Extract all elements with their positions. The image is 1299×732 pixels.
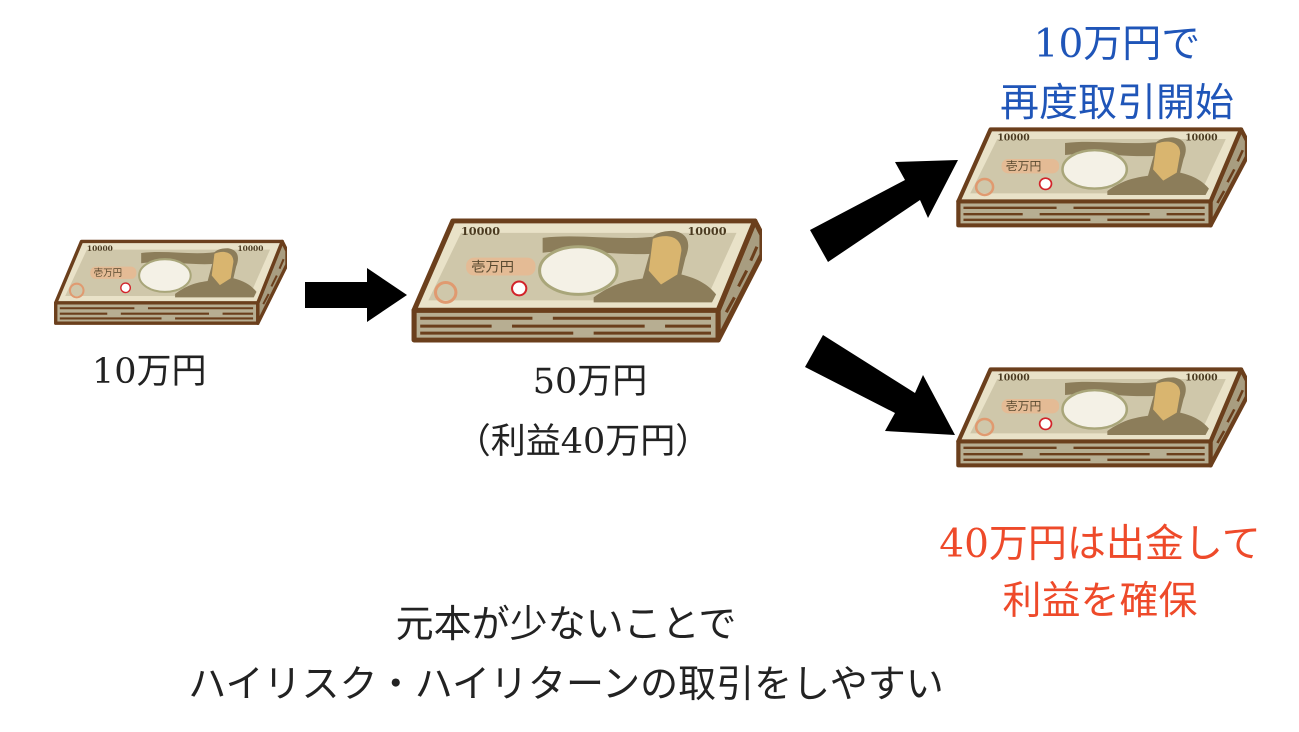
bill-denomination: 10000 xyxy=(461,225,500,238)
bill-kanji: 壱万円 xyxy=(471,259,514,276)
banknote-stack-icon: 壱万円 10000 10000 xyxy=(955,363,1247,471)
bill-denomination: 10000 xyxy=(688,225,727,238)
stage2-profit-note: （利益40万円） xyxy=(455,422,711,462)
stage1-amount: 10万円 xyxy=(92,352,207,392)
withdraw-line1: 40万円は出金して xyxy=(939,522,1261,567)
banknote-stack-icon: 壱万円 10000 10000 xyxy=(54,239,287,325)
bill-denomination: 10000 xyxy=(1185,374,1217,384)
conclusion-line1: 元本が少ないことで xyxy=(395,602,737,646)
reinvest-line2: 再度取引開始 xyxy=(999,81,1235,126)
bill-kanji: 壱万円 xyxy=(1006,160,1042,174)
bill-denomination: 10000 xyxy=(997,134,1029,144)
bill-denomination: 10000 xyxy=(1185,134,1217,144)
arrow-down-right-icon xyxy=(805,335,955,435)
arrow-right-icon xyxy=(305,268,407,322)
banknote-stack-icon: 壱万円 10000 10000 xyxy=(410,213,762,347)
stage2-amount: 50万円 xyxy=(532,362,648,402)
bill-denomination: 10000 xyxy=(997,374,1029,384)
bill-kanji: 壱万円 xyxy=(94,267,122,279)
banknote-stack-icon: 壱万円 10000 10000 xyxy=(955,123,1247,231)
bill-kanji: 壱万円 xyxy=(1006,400,1042,414)
withdraw-line2: 利益を確保 xyxy=(1002,579,1198,624)
bill-denomination: 10000 xyxy=(87,244,113,253)
bill-denomination: 10000 xyxy=(237,244,263,253)
arrow-up-right-icon xyxy=(810,160,958,262)
reinvest-line1: 10万円で xyxy=(1033,22,1201,67)
conclusion-line2: ハイリスク・ハイリターンの取引をしやすい xyxy=(188,662,944,706)
